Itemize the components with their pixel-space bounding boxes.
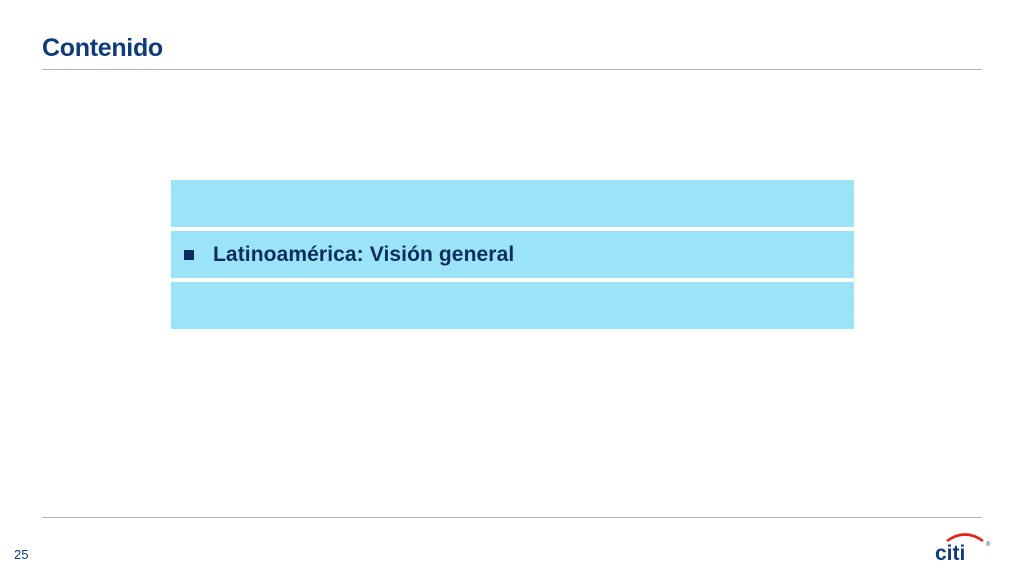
citi-logo: citi ® bbox=[935, 533, 991, 564]
agenda-item-label: Latinoamérica: Visión general bbox=[213, 242, 515, 266]
top-divider bbox=[42, 69, 982, 70]
bottom-divider bbox=[42, 517, 982, 518]
agenda-list: Latinoamérica: Visión general bbox=[171, 180, 854, 329]
square-bullet-icon bbox=[184, 249, 194, 260]
registered-mark: ® bbox=[986, 541, 991, 548]
logo-wordmark: citi bbox=[935, 542, 965, 564]
agenda-item-active: Latinoamérica: Visión general bbox=[171, 231, 854, 278]
agenda-item-empty-2 bbox=[171, 282, 854, 329]
page-number: 25 bbox=[14, 547, 29, 562]
agenda-item-empty-1 bbox=[171, 180, 854, 227]
slide-title: Contenido bbox=[42, 34, 163, 62]
logo-arc bbox=[946, 533, 984, 543]
